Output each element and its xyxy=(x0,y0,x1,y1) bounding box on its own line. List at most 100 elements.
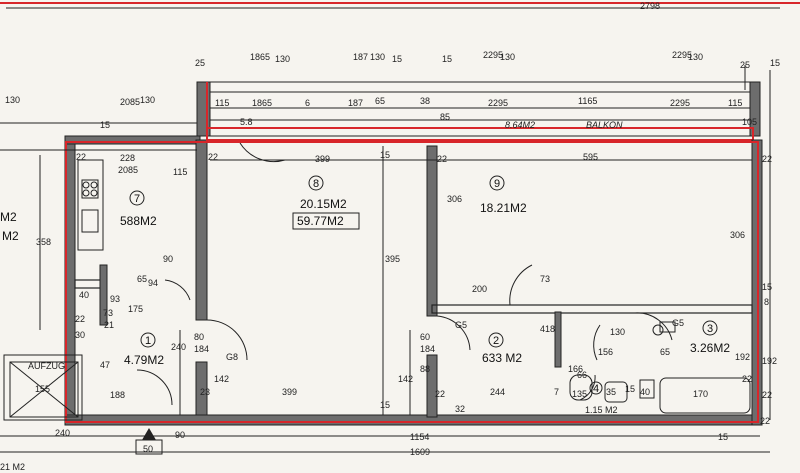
room-7-number: 7 xyxy=(134,193,140,205)
svg-text:15: 15 xyxy=(625,384,635,394)
svg-text:2085: 2085 xyxy=(118,165,138,175)
svg-text:6: 6 xyxy=(305,98,310,108)
svg-text:200: 200 xyxy=(472,284,487,294)
svg-text:184: 184 xyxy=(194,344,209,354)
svg-text:1609: 1609 xyxy=(410,447,430,457)
room-1-area: 4.79M2 xyxy=(124,353,164,367)
svg-text:170: 170 xyxy=(693,389,708,399)
room-9-number: 9 xyxy=(494,178,500,190)
left-room-area-2: M2 xyxy=(2,229,19,243)
svg-text:130: 130 xyxy=(5,95,20,105)
svg-text:1154: 1154 xyxy=(410,432,429,442)
balcony xyxy=(196,81,761,141)
svg-text:G8: G8 xyxy=(226,352,238,362)
svg-text:15: 15 xyxy=(762,282,772,292)
svg-text:90: 90 xyxy=(163,254,173,264)
svg-text:65: 65 xyxy=(660,347,670,357)
door-swings xyxy=(136,142,673,406)
svg-text:22: 22 xyxy=(760,416,770,426)
svg-text:15: 15 xyxy=(718,432,728,442)
svg-text:15: 15 xyxy=(100,120,110,130)
svg-text:73: 73 xyxy=(540,274,550,284)
svg-text:25: 25 xyxy=(740,60,750,70)
svg-text:166: 166 xyxy=(568,364,583,374)
svg-text:130: 130 xyxy=(370,52,385,62)
svg-text:115: 115 xyxy=(173,167,187,177)
svg-text:15: 15 xyxy=(442,54,452,64)
svg-text:21: 21 xyxy=(104,320,114,330)
left-room-area-1: M2 xyxy=(0,210,17,224)
svg-text:240: 240 xyxy=(171,342,186,352)
svg-text:399: 399 xyxy=(315,154,330,164)
lift-label: AUFZUG xyxy=(28,361,65,371)
svg-text:40: 40 xyxy=(640,387,650,397)
svg-text:187: 187 xyxy=(348,98,363,108)
svg-text:2295: 2295 xyxy=(488,98,508,108)
svg-text:22: 22 xyxy=(75,314,85,324)
left-bottom-area: 21 M2 xyxy=(0,462,25,472)
svg-text:15: 15 xyxy=(770,58,780,68)
svg-text:90: 90 xyxy=(175,430,185,440)
svg-text:94: 94 xyxy=(148,278,158,288)
room-4-area: 1.15 M2 xyxy=(585,405,618,415)
svg-text:130: 130 xyxy=(500,52,515,62)
svg-text:142: 142 xyxy=(398,374,413,384)
bathtub xyxy=(659,377,751,414)
room-3-area: 3.26M2 xyxy=(690,341,730,355)
svg-text:65: 65 xyxy=(137,274,147,284)
svg-text:228: 228 xyxy=(120,153,135,163)
svg-text:22: 22 xyxy=(435,389,445,399)
total-area: 59.77M2 xyxy=(297,214,344,228)
svg-text:115: 115 xyxy=(215,98,229,108)
room-2-number: 2 xyxy=(493,335,499,347)
svg-text:135: 135 xyxy=(572,389,587,399)
svg-text:80: 80 xyxy=(194,332,204,342)
entrance-marker xyxy=(135,428,163,455)
svg-text:2295: 2295 xyxy=(672,50,692,60)
svg-text:105: 105 xyxy=(742,117,757,127)
svg-text:2295: 2295 xyxy=(483,50,503,60)
svg-text:130: 130 xyxy=(275,54,290,64)
bathroom-fixtures xyxy=(569,321,751,414)
svg-text:130: 130 xyxy=(688,52,703,62)
svg-text:66: 66 xyxy=(577,370,587,380)
svg-text:188: 188 xyxy=(110,390,125,400)
svg-text:15: 15 xyxy=(380,400,390,410)
balcony-label: BALKON xyxy=(586,120,623,130)
svg-text:65: 65 xyxy=(375,96,385,106)
svg-text:2295: 2295 xyxy=(670,98,690,108)
svg-text:130: 130 xyxy=(610,327,625,337)
svg-text:15: 15 xyxy=(392,54,402,64)
svg-text:595: 595 xyxy=(583,152,598,162)
svg-text:130: 130 xyxy=(140,95,155,105)
balcony-area: 8.64M2 xyxy=(505,120,535,130)
svg-text:156: 156 xyxy=(598,347,613,357)
svg-text:22: 22 xyxy=(762,390,772,400)
svg-text:306: 306 xyxy=(447,194,462,204)
svg-text:2798: 2798 xyxy=(640,1,660,11)
svg-text:2085: 2085 xyxy=(120,97,140,107)
svg-text:192: 192 xyxy=(762,356,777,366)
wall-living-right xyxy=(426,145,438,317)
svg-text:93: 93 xyxy=(110,294,120,304)
svg-text:85: 85 xyxy=(440,112,450,122)
svg-text:306: 306 xyxy=(730,230,745,240)
svg-text:50: 50 xyxy=(143,444,153,454)
svg-text:358: 358 xyxy=(36,237,51,247)
svg-text:G5: G5 xyxy=(455,320,467,330)
lift xyxy=(3,354,83,421)
svg-text:60: 60 xyxy=(420,332,430,342)
room-labels: 7 588M2 8 20.15M2 59.77M2 9 18.21M2 1 4.… xyxy=(0,120,730,472)
svg-text:35: 35 xyxy=(606,387,616,397)
svg-text:1865: 1865 xyxy=(250,52,270,62)
kitchen-fixtures xyxy=(77,159,104,251)
svg-text:38: 38 xyxy=(420,96,430,106)
svg-text:155: 155 xyxy=(35,384,50,394)
svg-text:30: 30 xyxy=(75,330,85,340)
svg-text:1165: 1165 xyxy=(578,96,597,106)
dimension-labels: 2798 25 1865 130 187 130 15 15 2295 130 … xyxy=(5,1,780,457)
svg-text:22: 22 xyxy=(76,152,86,162)
room-1-number: 1 xyxy=(145,335,151,347)
room-7-area: 588M2 xyxy=(120,214,157,228)
